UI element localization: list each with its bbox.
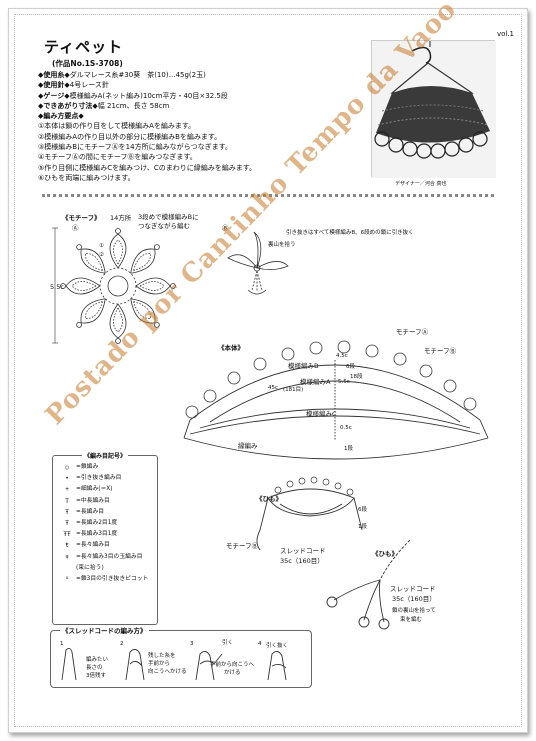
body-motif-a: モチーフⒶ [396, 328, 429, 336]
himo-rows-6: 6段 [358, 507, 367, 513]
himo-cord-length-2: 35c（160目） [392, 595, 436, 603]
pullout-note: 引き抜きはすべて模様編みB、6段めの鎖に引き抜く [286, 230, 414, 236]
step-4: ④モチーフⒶの間にモチーフⒷを編みつなぎます。 [38, 153, 197, 162]
himo-tie-note-2: 束を編む [400, 617, 423, 623]
legend-item: +=細編み(＝X) [65, 486, 113, 494]
body-height-c: 0.5c [340, 425, 352, 431]
motif-size: 5.5c [50, 283, 64, 291]
step-2: ②模様編みAの作り目以外の部分に模様編みBを編みます。 [38, 132, 222, 141]
legend-item: ŦŦ=長編み3目1度 [63, 531, 118, 539]
body-height-b: 4.5c [336, 353, 348, 359]
legend-item: (束に拾う) [76, 564, 104, 571]
himo-diagram [256, 476, 363, 551]
legend-item: ᴼ=鎖3目の引き抜きピコット [65, 576, 149, 584]
motif-round-1: ① [99, 243, 104, 249]
spec-size: ◆できあがり寸法◆幅 21cm、長さ 58cm [38, 101, 170, 110]
step-5: ⑤作り目側に模様編みCを編みつけ、Cのまわりに縁編みを編みます。 [38, 163, 256, 172]
body-pattern-c: 模様編みC [306, 410, 337, 418]
cord-step-2: 2 [120, 641, 124, 647]
page-border [14, 14, 522, 727]
body-width-stitches: (181目) [283, 387, 304, 393]
body-diagram [183, 340, 489, 460]
cord-step1-text-1: 編みたい [86, 657, 109, 663]
spec-yarn: ◆使用糸◆ダルマレース糸#30葵 茶(10)…45g(2玉) [38, 71, 206, 79]
cord-title: 《スレッドコードの編み方》 [60, 625, 149, 635]
spec-hook: ◆使用針◆4号レース針 [38, 81, 109, 90]
cord-step1-text-2: 長さの [86, 665, 103, 671]
volume-label: vol.1 [496, 30, 514, 38]
motif-a-mark: Ⓐ [72, 224, 79, 232]
motif-a-diagram [52, 227, 176, 344]
legend-list: ○=鎖編み •=引き抜き編み目 +=細編み(＝X) T=中長編み目 Ŧ=長編み目… [58, 462, 156, 585]
legend-item: ○=鎖編み [65, 464, 99, 471]
body-height-a-rows: 18段 [350, 374, 363, 380]
cord-steps-diagram [61, 647, 287, 681]
legend-item: Ŧ=長編み目 [65, 508, 105, 516]
cord-step2-text-2: 手前から [148, 661, 171, 667]
tippet-on-hanger-image [372, 41, 496, 178]
thread-cord-instructions [50, 630, 312, 688]
legend-title: 《編み目記号》 [82, 451, 129, 460]
motif-round-2: ② [99, 252, 104, 258]
cord-pull-through-label: 引く抜く [266, 643, 289, 649]
motif-b-mark: Ⓑ [222, 224, 229, 232]
cord-step3-text-1: 手前から向こうへ [210, 662, 255, 668]
himo-tie-diagram [326, 539, 411, 630]
cord-step2-text-1: 残した糸を [148, 653, 176, 659]
cord-step-1: 1 [60, 641, 64, 647]
back-loop-note: 裏山を拾う [268, 242, 296, 248]
specifications: ◆使用糸◆ダルマレース糸#30葵 茶(10)…45g(2玉) ◆使用針◆4号レー… [38, 70, 358, 183]
body-title: 《本体》 [218, 344, 244, 352]
photo-caption: デザイナー／河合 真也 [395, 181, 447, 187]
body-edging: 縁編み [238, 442, 258, 450]
step-1: ①本体は鎖の作り目をして模様編みAを編みます。 [38, 122, 196, 131]
spec-points: ◆編み方要点◆ [38, 112, 84, 121]
motif-note-1: 3段めで模様編みBに [138, 213, 199, 221]
himo-motif-b: モチーフⒷ [226, 542, 259, 550]
product-photo [371, 40, 496, 178]
cord-step2-text-3: 向こうへかける [148, 669, 187, 675]
body-height-c-rows: 1段 [344, 446, 353, 452]
himo-cord-length: 35c（160目） [280, 557, 324, 565]
legend-item: Ŧ=長編み2目1度 [65, 520, 118, 528]
page-title: ティペット [44, 38, 124, 56]
step-3: ③模様編みBにモチーフⒶを14方所に編みながらつなぎます。 [38, 143, 232, 152]
cord-step-3: 3 [190, 641, 194, 647]
cord-pull-label: 引く [222, 640, 234, 646]
himo-cord-label-2: スレッドコード [390, 585, 436, 593]
body-height-a: 5.5c [338, 379, 350, 385]
body-height-b-rows: 6段 [346, 364, 355, 370]
legend-item: ŧ=長々編み目 [65, 542, 110, 550]
step-6: ⑥ひもを両端に編みつけます。 [38, 173, 135, 182]
legend-item: •=引き抜き編み目 [65, 475, 122, 483]
body-motif-b: モチーフⒷ [424, 347, 457, 355]
himo-title-2: 《ひも》 [372, 550, 398, 558]
work-number: (作品No.1S-3708) [52, 59, 123, 68]
motif-note-2: つなぎながら編む [138, 222, 190, 230]
cord-step3-text-2: かける [224, 670, 241, 676]
body-width: 45c [268, 385, 279, 391]
himo-cord-label: スレッドコード [280, 547, 326, 555]
motif-count: 14方所 [110, 214, 132, 222]
section-divider [42, 194, 494, 197]
himo-tie-note-1: 鎖の裏山を拾って [392, 608, 436, 614]
himo-rows-1: 1段 [358, 524, 367, 530]
legend-item: T=中長編み目 [65, 497, 110, 505]
spec-gauge: ◆ゲージ◆模様編みA(ネット編み)10cm平方・40目×32.5段 [38, 91, 228, 100]
motif-b-diagram [227, 231, 289, 295]
body-pattern-b: 模様編みB [288, 362, 319, 370]
cord-step-4: 4 [258, 641, 262, 647]
cord-step1-text-3: 3倍残す [86, 673, 106, 679]
legend-item: ♆=長々編み3目の玉編み目 [65, 553, 143, 561]
motif-title: 《モチーフ》 [62, 214, 101, 222]
